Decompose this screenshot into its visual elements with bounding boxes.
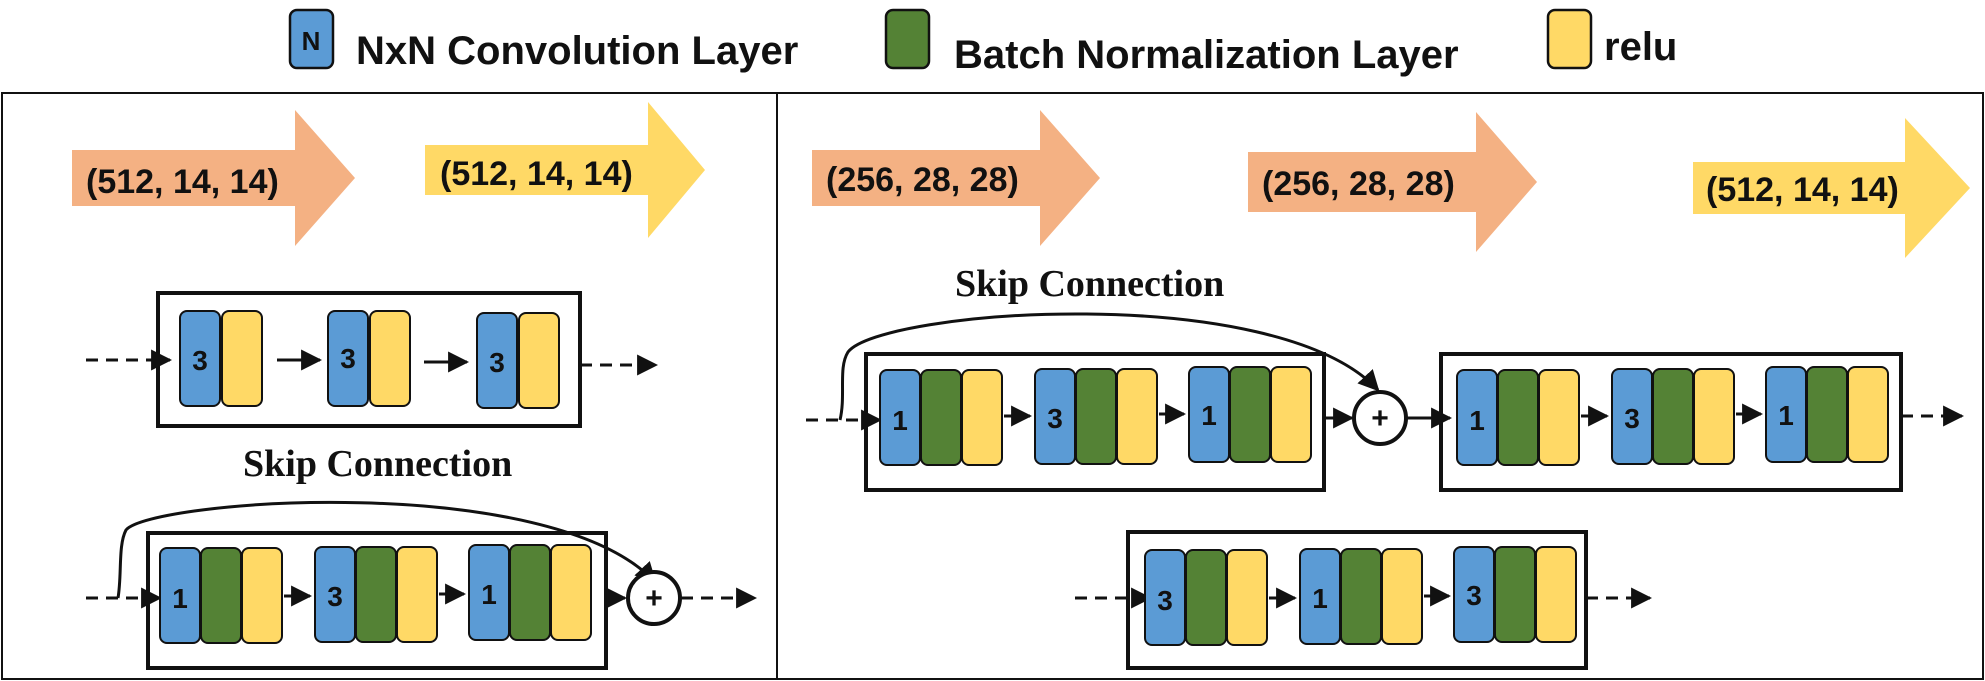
layer-unit: 1 [468,544,592,641]
right-input-shape-label-1: (256, 28, 28) [826,161,1019,199]
kernel-size-label: 1 [892,405,908,436]
kernel-size-label: 3 [340,343,356,374]
right-block-a-frame [864,352,1326,492]
right-panel-frame [776,92,1984,680]
layer-unit: 1 [879,369,1003,466]
kernel-size-label: 3 [489,347,505,378]
kernel-size-label: 3 [1466,580,1482,611]
right-output-shape-arrow: (512, 14, 14) [1693,118,1970,258]
kernel-size-label: 3 [1047,403,1063,434]
legend-conv-label: NxN Convolution Layer [356,29,798,73]
right-skip-connection-arc [838,312,1380,421]
kernel-size-label: 3 [1157,585,1173,616]
right-skip-connection-label: Skip Connection [955,263,1224,305]
kernel-size-label: 1 [1778,400,1794,431]
kernel-size-label: 1 [1312,583,1328,614]
layer-unit: 1 [1188,366,1312,463]
left-skip-connection-label: Skip Connection [243,443,512,485]
legend-relu-label: relu [1604,25,1677,69]
kernel-size-label: 1 [1469,405,1485,436]
add-symbol: + [645,582,663,615]
right-block-b-frame [1439,352,1903,492]
kernel-size-label: 1 [481,579,497,610]
kernel-size-label: 1 [1201,400,1217,431]
legend: N NxN Convolution Layer Batch Normalizat… [288,8,1677,77]
left-bottom-block: Skip Connection 1 3 1 + [86,443,758,670]
layer-unit: 1 [159,547,283,644]
right-input-shape-arrow-2: (256, 28, 28) [1248,112,1537,252]
left-output-shape-label: (512, 14, 14) [440,155,633,193]
layer-unit: 1 [1765,366,1889,463]
right-input-shape-arrow-1: (256, 28, 28) [812,110,1100,246]
kernel-size-label: 3 [192,345,208,376]
legend-bn-swatch [884,8,931,70]
layer-unit: 3 [1034,368,1158,465]
layer-unit: 3 [1144,549,1268,646]
left-skip-connection-arc [116,500,657,599]
kernel-size-label: 1 [172,583,188,614]
kernel-size-label: 3 [1624,403,1640,434]
layer-unit: 1 [1299,548,1423,645]
layer-unit: 3 [1453,546,1577,643]
layer-unit: 3 [1611,368,1735,465]
layer-unit: 3 [314,546,438,643]
left-top-block: 3 3 3 [86,291,659,428]
layer-unit: 1 [1456,369,1580,466]
legend-conv-swatch [288,8,335,70]
kernel-size-label: 3 [327,581,343,612]
layer-unit: 3 [179,310,263,407]
legend-bn-label: Batch Normalization Layer [954,33,1459,77]
left-top-block-frame [156,291,582,428]
left-output-shape-arrow: (512, 14, 14) [425,102,705,238]
left-input-shape-arrow: (512, 14, 14) [72,110,355,246]
legend-conv-glyph: N [302,26,321,56]
legend-relu-swatch [1546,8,1593,70]
right-input-shape-label-2: (256, 28, 28) [1262,165,1455,203]
layer-unit: 3 [327,310,411,407]
right-lower-block: 3 1 3 [1075,530,1653,670]
right-add-node: + [1352,390,1408,446]
right-upper-row: Skip Connection 1 3 1 + [806,263,1965,492]
right-output-shape-label: (512, 14, 14) [1706,171,1899,209]
add-symbol: + [1371,402,1389,435]
left-add-node: + [626,570,682,626]
right-block-c-frame [1126,530,1588,670]
left-input-shape-label: (512, 14, 14) [86,163,279,201]
left-bottom-block-frame [146,531,608,670]
layer-unit: 3 [476,312,560,409]
